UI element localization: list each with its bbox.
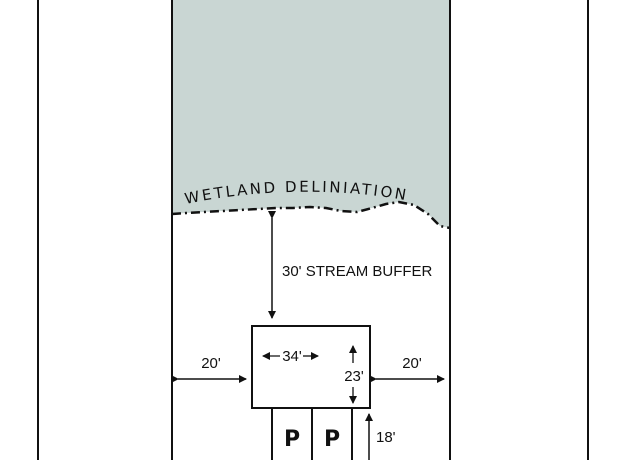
parking-space-label: P — [284, 427, 300, 452]
building-depth-label: 23' — [344, 368, 364, 385]
building-footprint — [251, 325, 371, 409]
parking-space-label: P — [324, 427, 340, 452]
parking-depth-label: 18' — [376, 429, 396, 446]
wetland-area — [172, 0, 450, 228]
stream-buffer-label: 30' STREAM BUFFER — [282, 263, 433, 280]
left-setback-label: 20' — [201, 355, 221, 372]
right-setback-label: 20' — [402, 355, 422, 372]
building-width-label: 34' — [282, 348, 302, 365]
wetland-delineation-line — [171, 200, 451, 230]
parking-space — [311, 407, 353, 460]
